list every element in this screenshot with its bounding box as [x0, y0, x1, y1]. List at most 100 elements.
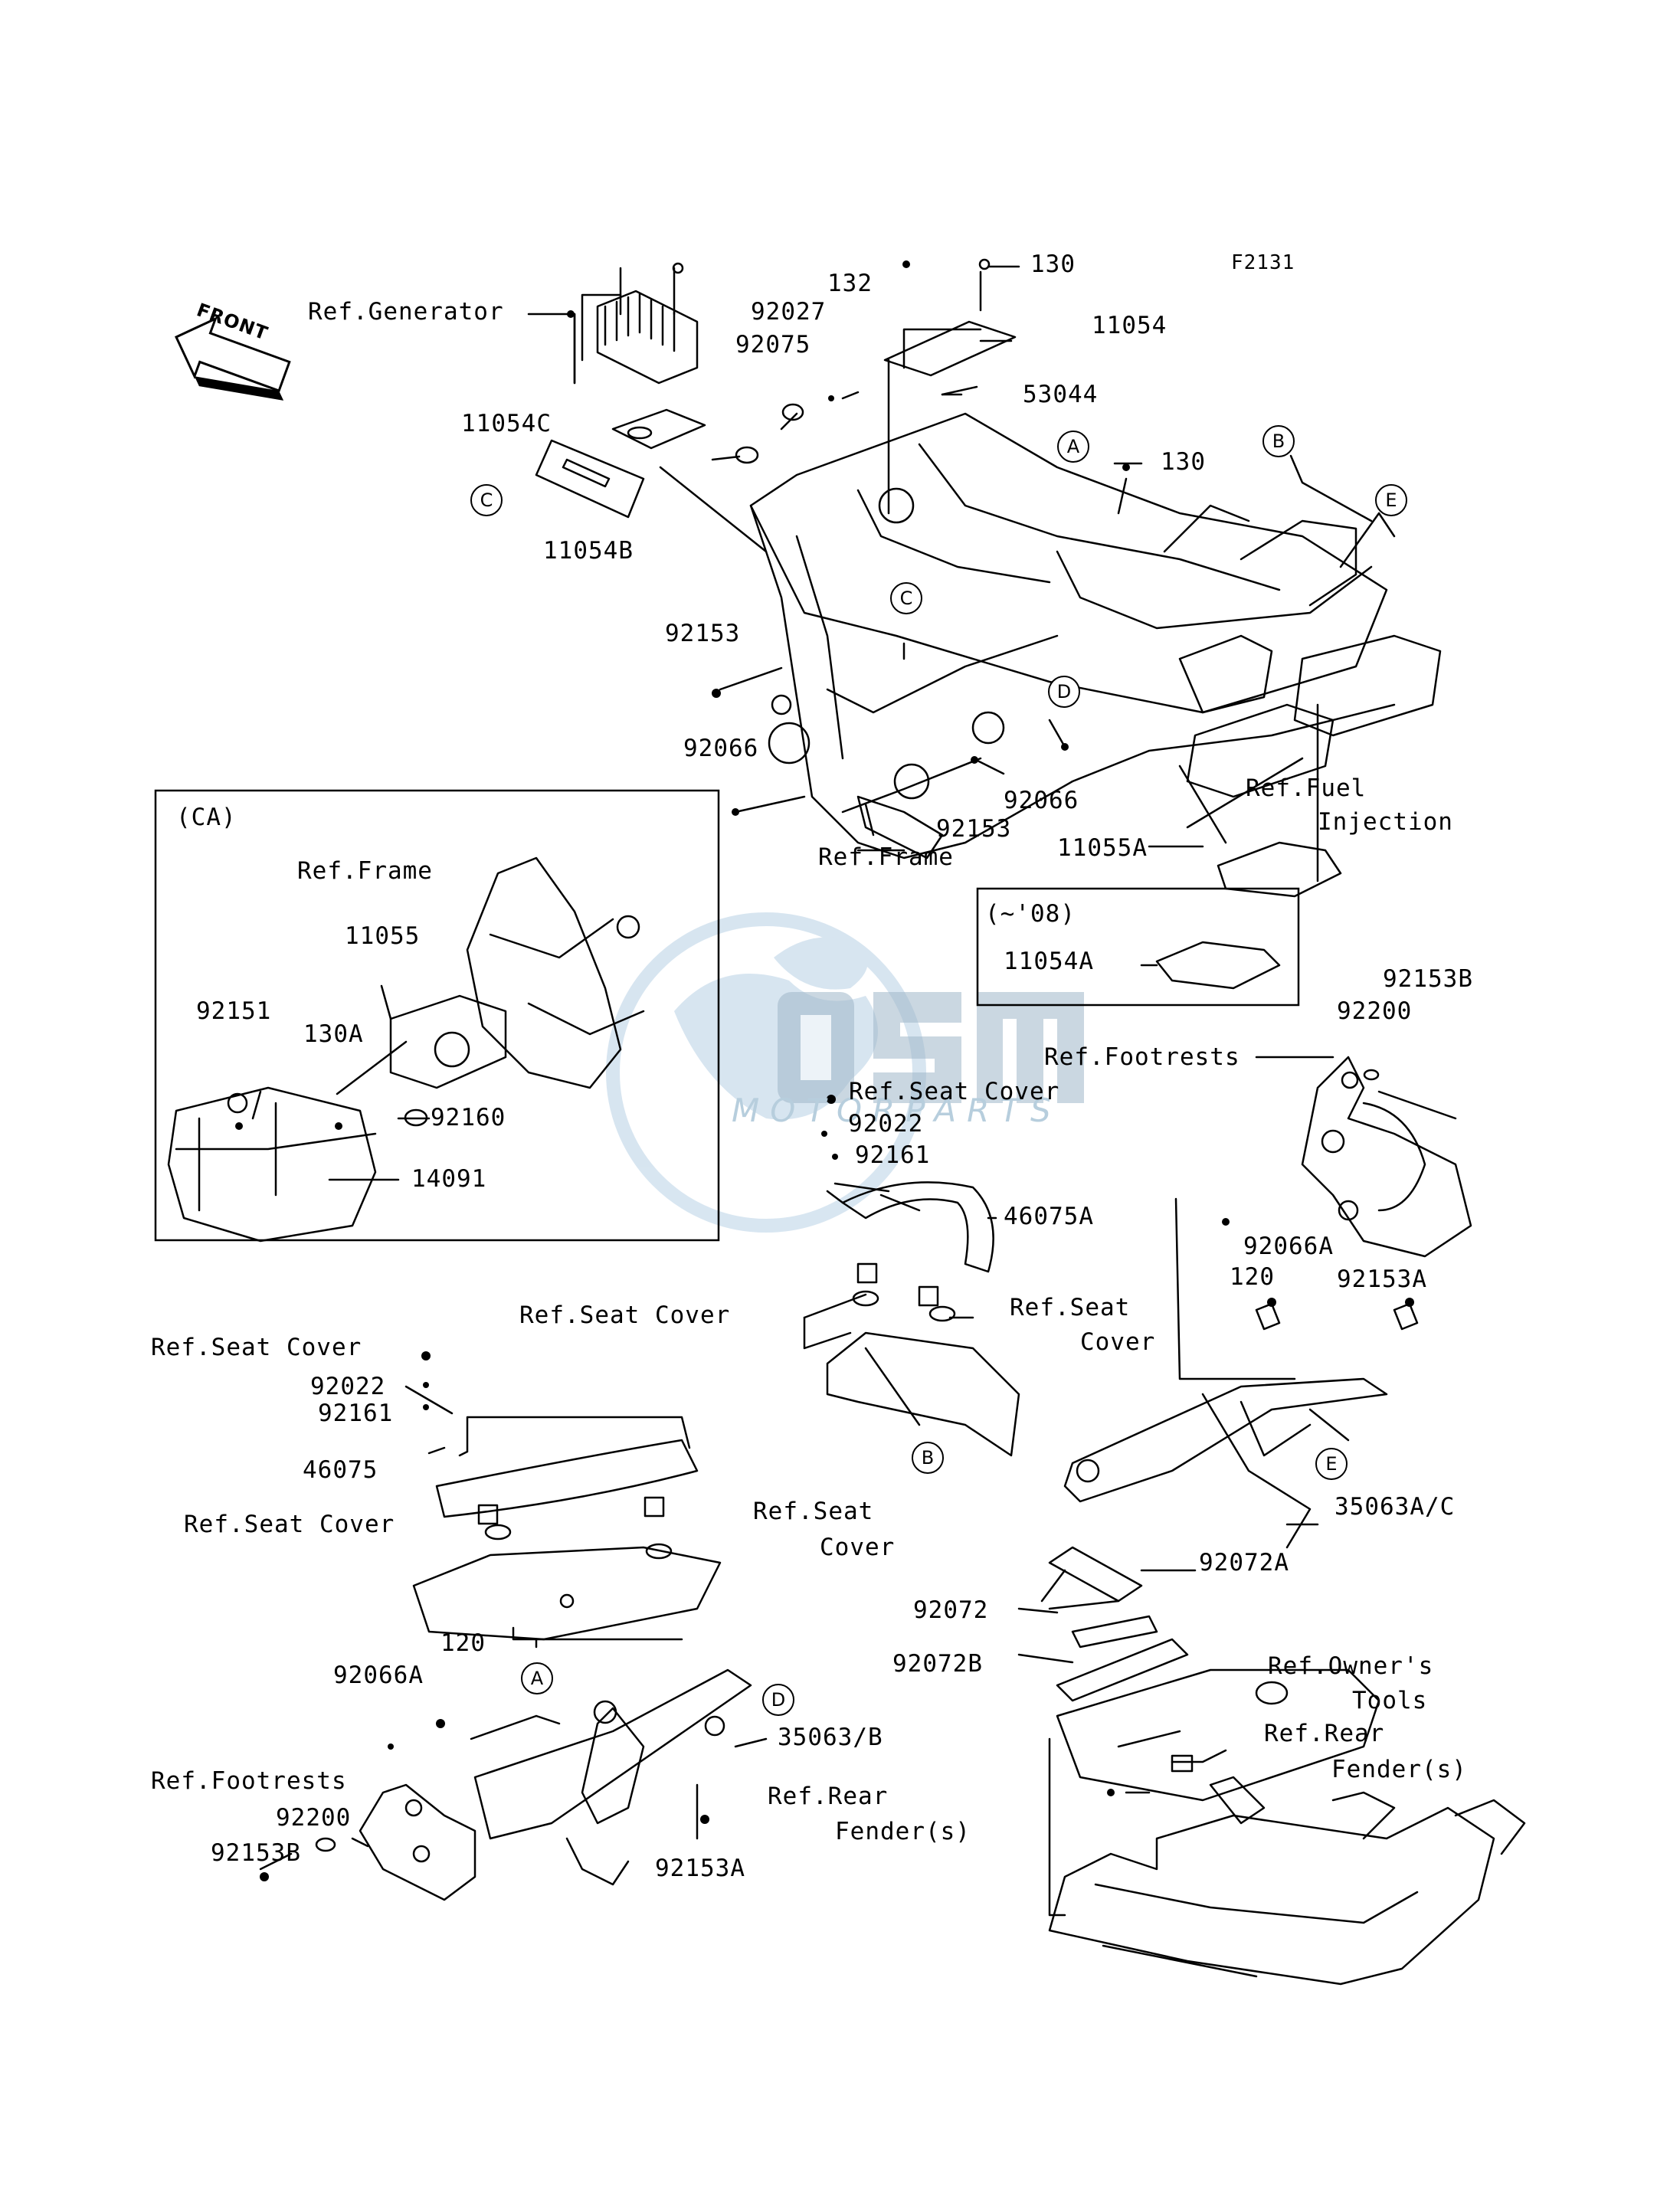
strap-92072b — [1056, 1638, 1189, 1702]
bracket-11054b — [535, 439, 645, 519]
label-132: 132 — [827, 270, 873, 297]
label-11054b: 11054B — [543, 537, 634, 565]
label-ref-seat-6: Ref.Seat — [753, 1498, 874, 1525]
label-92072a: 92072A — [1199, 1549, 1289, 1577]
label-11054a: 11054A — [1004, 948, 1094, 975]
label-cover-6: Cover — [820, 1534, 896, 1561]
label-92153b-left: 92153B — [211, 1839, 301, 1867]
label-11055a: 11055A — [1057, 834, 1148, 862]
callout-e-main: E — [1375, 484, 1407, 516]
label-92022-2: 92022 — [310, 1373, 386, 1400]
front-arrow-icon — [175, 316, 291, 401]
label-92153a-left: 92153A — [655, 1855, 745, 1882]
inset-08-title: (~'08) — [985, 900, 1076, 928]
callout-d-lower: D — [762, 1684, 794, 1716]
label-130-mid: 130 — [1161, 448, 1206, 476]
label-ca-130a: 130A — [303, 1020, 364, 1048]
callout-d-main: D — [1048, 676, 1080, 708]
label-ca-11055: 11055 — [345, 922, 421, 950]
label-ref-seat-cover-2: Ref.Seat Cover — [519, 1302, 731, 1329]
label-injection: Injection — [1318, 808, 1453, 836]
callout-c-main: C — [890, 582, 922, 614]
label-35063ac: 35063A/C — [1335, 1493, 1456, 1521]
label-92153b-right: 92153B — [1383, 965, 1473, 993]
main-frame — [749, 412, 1396, 859]
label-35063b: 35063/B — [778, 1724, 883, 1751]
grab-rail-46075 — [404, 1385, 722, 1649]
label-92022-1: 92022 — [848, 1110, 924, 1138]
label-cover-3: Cover — [1080, 1328, 1156, 1356]
ca-cover-assembly — [167, 856, 645, 1243]
bracket-11054c — [611, 408, 706, 450]
label-92072b: 92072B — [892, 1650, 983, 1678]
label-ref-fuel: Ref.Fuel — [1246, 774, 1367, 802]
label-53044: 53044 — [1023, 381, 1099, 408]
tool-tray — [1048, 1737, 1526, 1986]
owners-tools-pouch — [1056, 1668, 1380, 1802]
watermark-letters — [778, 992, 1084, 1103]
label-ref-owners: Ref.Owner's — [1268, 1652, 1434, 1680]
label-120-right: 120 — [1230, 1263, 1275, 1291]
inset-ca-box — [154, 789, 720, 1242]
stay-35063b — [470, 1668, 768, 1886]
footrest-bracket-right — [1255, 1056, 1472, 1258]
label-92066-b: 92066 — [1004, 787, 1079, 814]
label-ref-rear-1: Ref.Rear — [1264, 1720, 1385, 1747]
inset-08-box — [976, 887, 1300, 1007]
strap-92072a — [1040, 1546, 1143, 1610]
label-92066-a: 92066 — [683, 735, 759, 762]
diagram-code: F2131 — [1231, 251, 1295, 274]
label-ref-seat-cover-5: Ref.Seat Cover — [184, 1511, 395, 1538]
callout-a-main: A — [1057, 431, 1089, 463]
callout-b-main: B — [1262, 425, 1295, 457]
grab-rail-46075a — [803, 1181, 1020, 1457]
label-92153a-right: 92153A — [1337, 1265, 1427, 1293]
label-ref-frame-main: Ref.Frame — [818, 843, 954, 871]
fuel-injection-cover — [1293, 634, 1442, 737]
label-120-left: 120 — [440, 1629, 486, 1657]
label-92153-b: 92153 — [936, 815, 1012, 843]
footrest-bracket-left — [259, 1783, 476, 1901]
label-ref-seat-cover-4: Ref.Seat Cover — [151, 1334, 362, 1361]
fasteners — [235, 260, 1414, 1881]
watermark-subtext: MOTORPARTS — [732, 1092, 1062, 1129]
label-ref-seat-cover-1: Ref.Seat Cover — [849, 1078, 1060, 1105]
callout-a-lower: A — [521, 1662, 553, 1694]
inset-ca-title: (CA) — [176, 804, 237, 831]
label-92066a-left: 92066A — [333, 1662, 424, 1689]
label-46075a: 46075A — [1004, 1203, 1094, 1230]
regulator-part — [573, 267, 699, 385]
label-ca-ref-frame: Ref.Frame — [297, 857, 433, 885]
label-92027: 92027 — [751, 298, 827, 326]
label-130-top: 130 — [1030, 250, 1076, 278]
label-92072: 92072 — [913, 1596, 989, 1624]
callout-b-lower: B — [912, 1442, 944, 1474]
label-92153-a: 92153 — [665, 620, 741, 647]
stay-35063ac — [1063, 1197, 1419, 1549]
label-92161-2: 92161 — [318, 1400, 394, 1427]
label-ca-14091: 14091 — [411, 1165, 487, 1193]
label-fender-2: Fender(s) — [835, 1818, 971, 1845]
label-ref-footrests-right: Ref.Footrests — [1044, 1043, 1240, 1071]
bracket-11054 — [883, 320, 1017, 377]
strap-92072 — [1071, 1615, 1158, 1649]
label-92200-right: 92200 — [1337, 997, 1413, 1025]
label-ref-seat-3: Ref.Seat — [1010, 1294, 1131, 1321]
label-ca-92151: 92151 — [196, 997, 272, 1025]
label-ref-generator: Ref.Generator — [308, 298, 504, 326]
label-46075: 46075 — [303, 1456, 378, 1484]
label-ref-rear-2: Ref.Rear — [768, 1783, 889, 1810]
label-11054: 11054 — [1092, 312, 1167, 339]
callout-e-lower: E — [1315, 1448, 1348, 1480]
bracket-11054a — [1155, 941, 1281, 990]
label-92066a-right: 92066A — [1243, 1233, 1334, 1260]
label-92161-1: 92161 — [855, 1141, 931, 1169]
label-92075: 92075 — [735, 331, 811, 359]
label-tools: Tools — [1352, 1687, 1428, 1714]
label-ref-footrests-left: Ref.Footrests — [151, 1767, 347, 1795]
label-ca-92160: 92160 — [431, 1104, 506, 1131]
label-11054c: 11054C — [461, 410, 552, 437]
label-fender-1: Fender(s) — [1331, 1756, 1467, 1783]
